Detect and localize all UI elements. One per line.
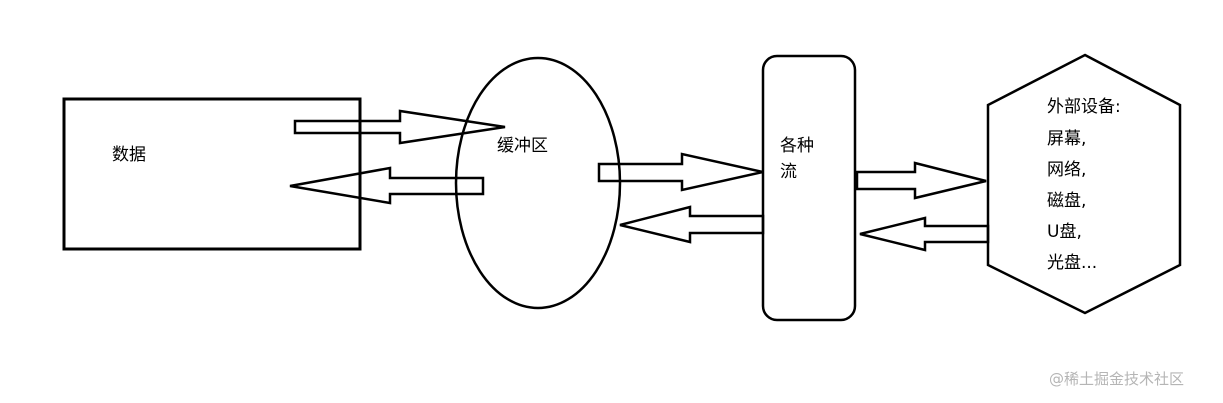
devices-hexagon (986, 53, 1182, 315)
devices-list: 屏幕, 网络, 磁盘, U盘, 光盘... (1047, 128, 1097, 283)
buffer-ellipse (454, 56, 622, 310)
buffer-label: 缓冲区 (497, 136, 548, 156)
streams-box (761, 54, 857, 322)
device-item-usb: U盘, (1047, 222, 1082, 242)
arrow-buffer-to-streams (597, 152, 764, 192)
arrow-streams-to-buffer (619, 205, 765, 244)
data-label: 数据 (112, 145, 146, 165)
arrow-streams-to-devices (855, 161, 987, 200)
device-item-optical: 光盘... (1047, 253, 1098, 273)
device-item-disk: 磁盘, (1047, 191, 1087, 211)
arrow-buffer-to-data (289, 166, 485, 205)
streams-label: 各种流 (780, 136, 814, 182)
device-item-screen: 屏幕, (1047, 129, 1087, 149)
watermark: @稀土掘金技术社区 (1049, 370, 1185, 388)
arrow-data-to-buffer (293, 109, 506, 145)
arrow-devices-to-streams (859, 216, 990, 252)
device-item-network: 网络, (1047, 160, 1087, 180)
devices-title: 外部设备: (1047, 97, 1121, 117)
